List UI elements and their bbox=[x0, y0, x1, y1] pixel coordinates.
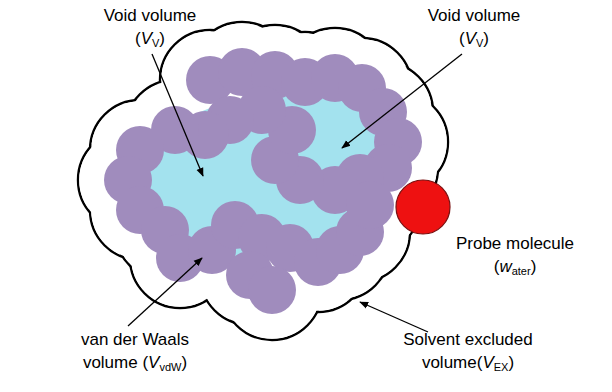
probe-molecule bbox=[396, 180, 450, 234]
van-der-waals-atoms bbox=[104, 48, 422, 314]
label-text: Probe molecule (water) bbox=[456, 234, 574, 276]
label-text: Solvent excluded volume(VEX) bbox=[403, 330, 532, 372]
leader-arrow bbox=[342, 54, 462, 148]
vdw-volume-label: van der Waals volume (VvdW) bbox=[70, 328, 200, 374]
solvent-excluded-outline bbox=[78, 22, 448, 340]
void-volume-label: Void volume (VV) bbox=[419, 4, 529, 50]
leader-arrow bbox=[360, 302, 428, 332]
probe-label: Probe molecule (water) bbox=[450, 232, 580, 278]
void-volume-label: Void volume (VV) bbox=[95, 4, 205, 50]
label-text: van der Waals volume (VvdW) bbox=[81, 330, 189, 372]
leader-lines bbox=[128, 54, 462, 332]
atom-circle bbox=[248, 266, 296, 314]
label-text: Void volume (VV) bbox=[428, 6, 521, 48]
atom-circle bbox=[346, 181, 394, 229]
solvent-excluded-fill bbox=[79, 23, 447, 339]
excluded-volume-label: Solvent excluded volume(VEX) bbox=[398, 328, 538, 374]
leader-arrow bbox=[128, 258, 202, 326]
label-text: Void volume (VV) bbox=[104, 6, 197, 48]
leader-arrow bbox=[152, 54, 203, 176]
